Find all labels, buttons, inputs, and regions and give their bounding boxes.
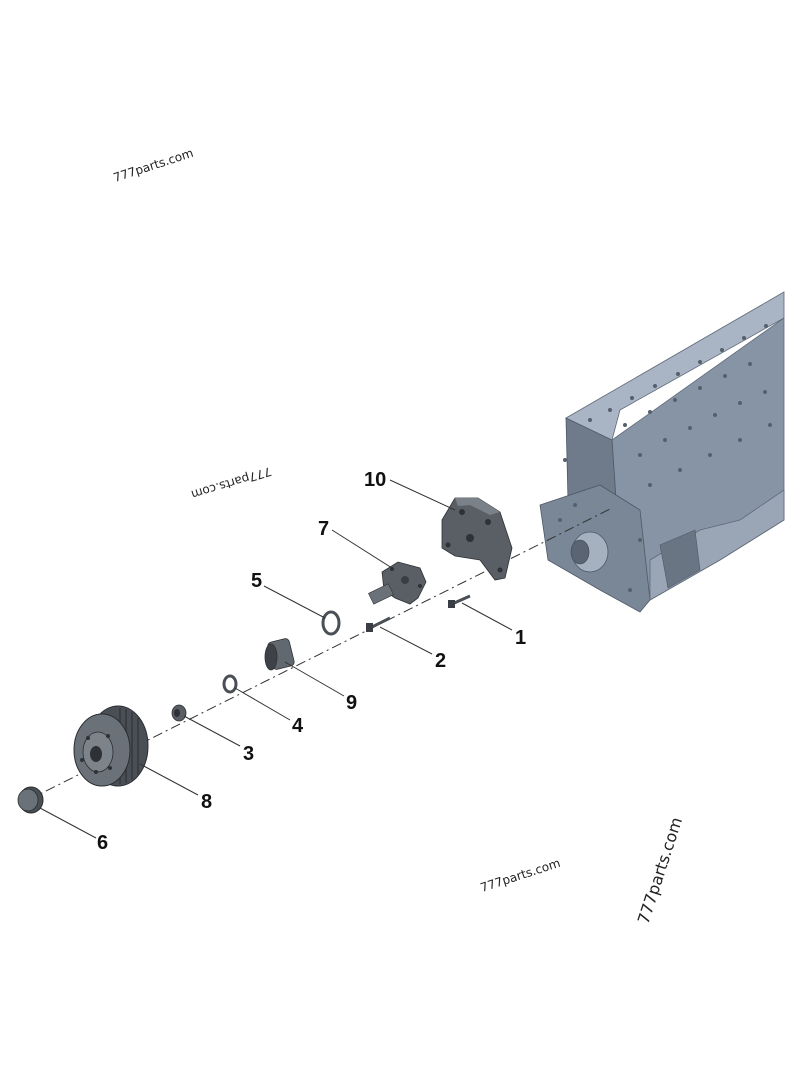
leader-8 bbox=[139, 763, 199, 796]
leader-3 bbox=[183, 715, 241, 747]
leader-9 bbox=[284, 661, 345, 697]
callout-4: 4 bbox=[292, 715, 304, 737]
watermark-bottom-mid: 777parts.com bbox=[479, 856, 562, 895]
leader-6 bbox=[39, 807, 97, 839]
part-5-ring bbox=[321, 610, 341, 636]
callout-3: 3 bbox=[243, 743, 254, 765]
part-9-bushing bbox=[264, 638, 295, 671]
part-1-bolt bbox=[448, 594, 471, 608]
leader-10 bbox=[389, 479, 456, 511]
leader-1 bbox=[461, 602, 513, 631]
callout-8: 8 bbox=[201, 791, 212, 813]
callout-labels: 10 7 5 1 2 9 4 3 8 6 bbox=[97, 469, 526, 854]
part-8-pulley bbox=[73, 705, 149, 787]
callout-1: 1 bbox=[515, 627, 526, 649]
engine-block bbox=[539, 291, 785, 613]
callout-9: 9 bbox=[346, 692, 357, 714]
callout-7: 7 bbox=[318, 518, 329, 540]
callout-10: 10 bbox=[364, 469, 386, 491]
callout-5: 5 bbox=[251, 570, 262, 592]
part-6-cap bbox=[17, 786, 44, 814]
leader-4 bbox=[234, 687, 291, 721]
part-2-bolt bbox=[366, 616, 391, 632]
watermark-bottom-right: 777parts.com bbox=[634, 815, 686, 926]
leader-5 bbox=[263, 585, 326, 619]
leader-7 bbox=[331, 529, 393, 569]
part-3-bearing bbox=[171, 704, 187, 722]
callout-2: 2 bbox=[435, 650, 446, 672]
part-10-bracket bbox=[441, 497, 513, 581]
leader-2 bbox=[379, 626, 433, 655]
watermark-top-left: 777parts.com bbox=[112, 146, 195, 185]
watermark-mid-flipped: 777parts.com bbox=[190, 464, 274, 502]
callout-6: 6 bbox=[97, 832, 108, 854]
part-4-washer bbox=[222, 674, 238, 694]
part-7-hub bbox=[368, 561, 427, 605]
leader-lines bbox=[39, 479, 513, 839]
